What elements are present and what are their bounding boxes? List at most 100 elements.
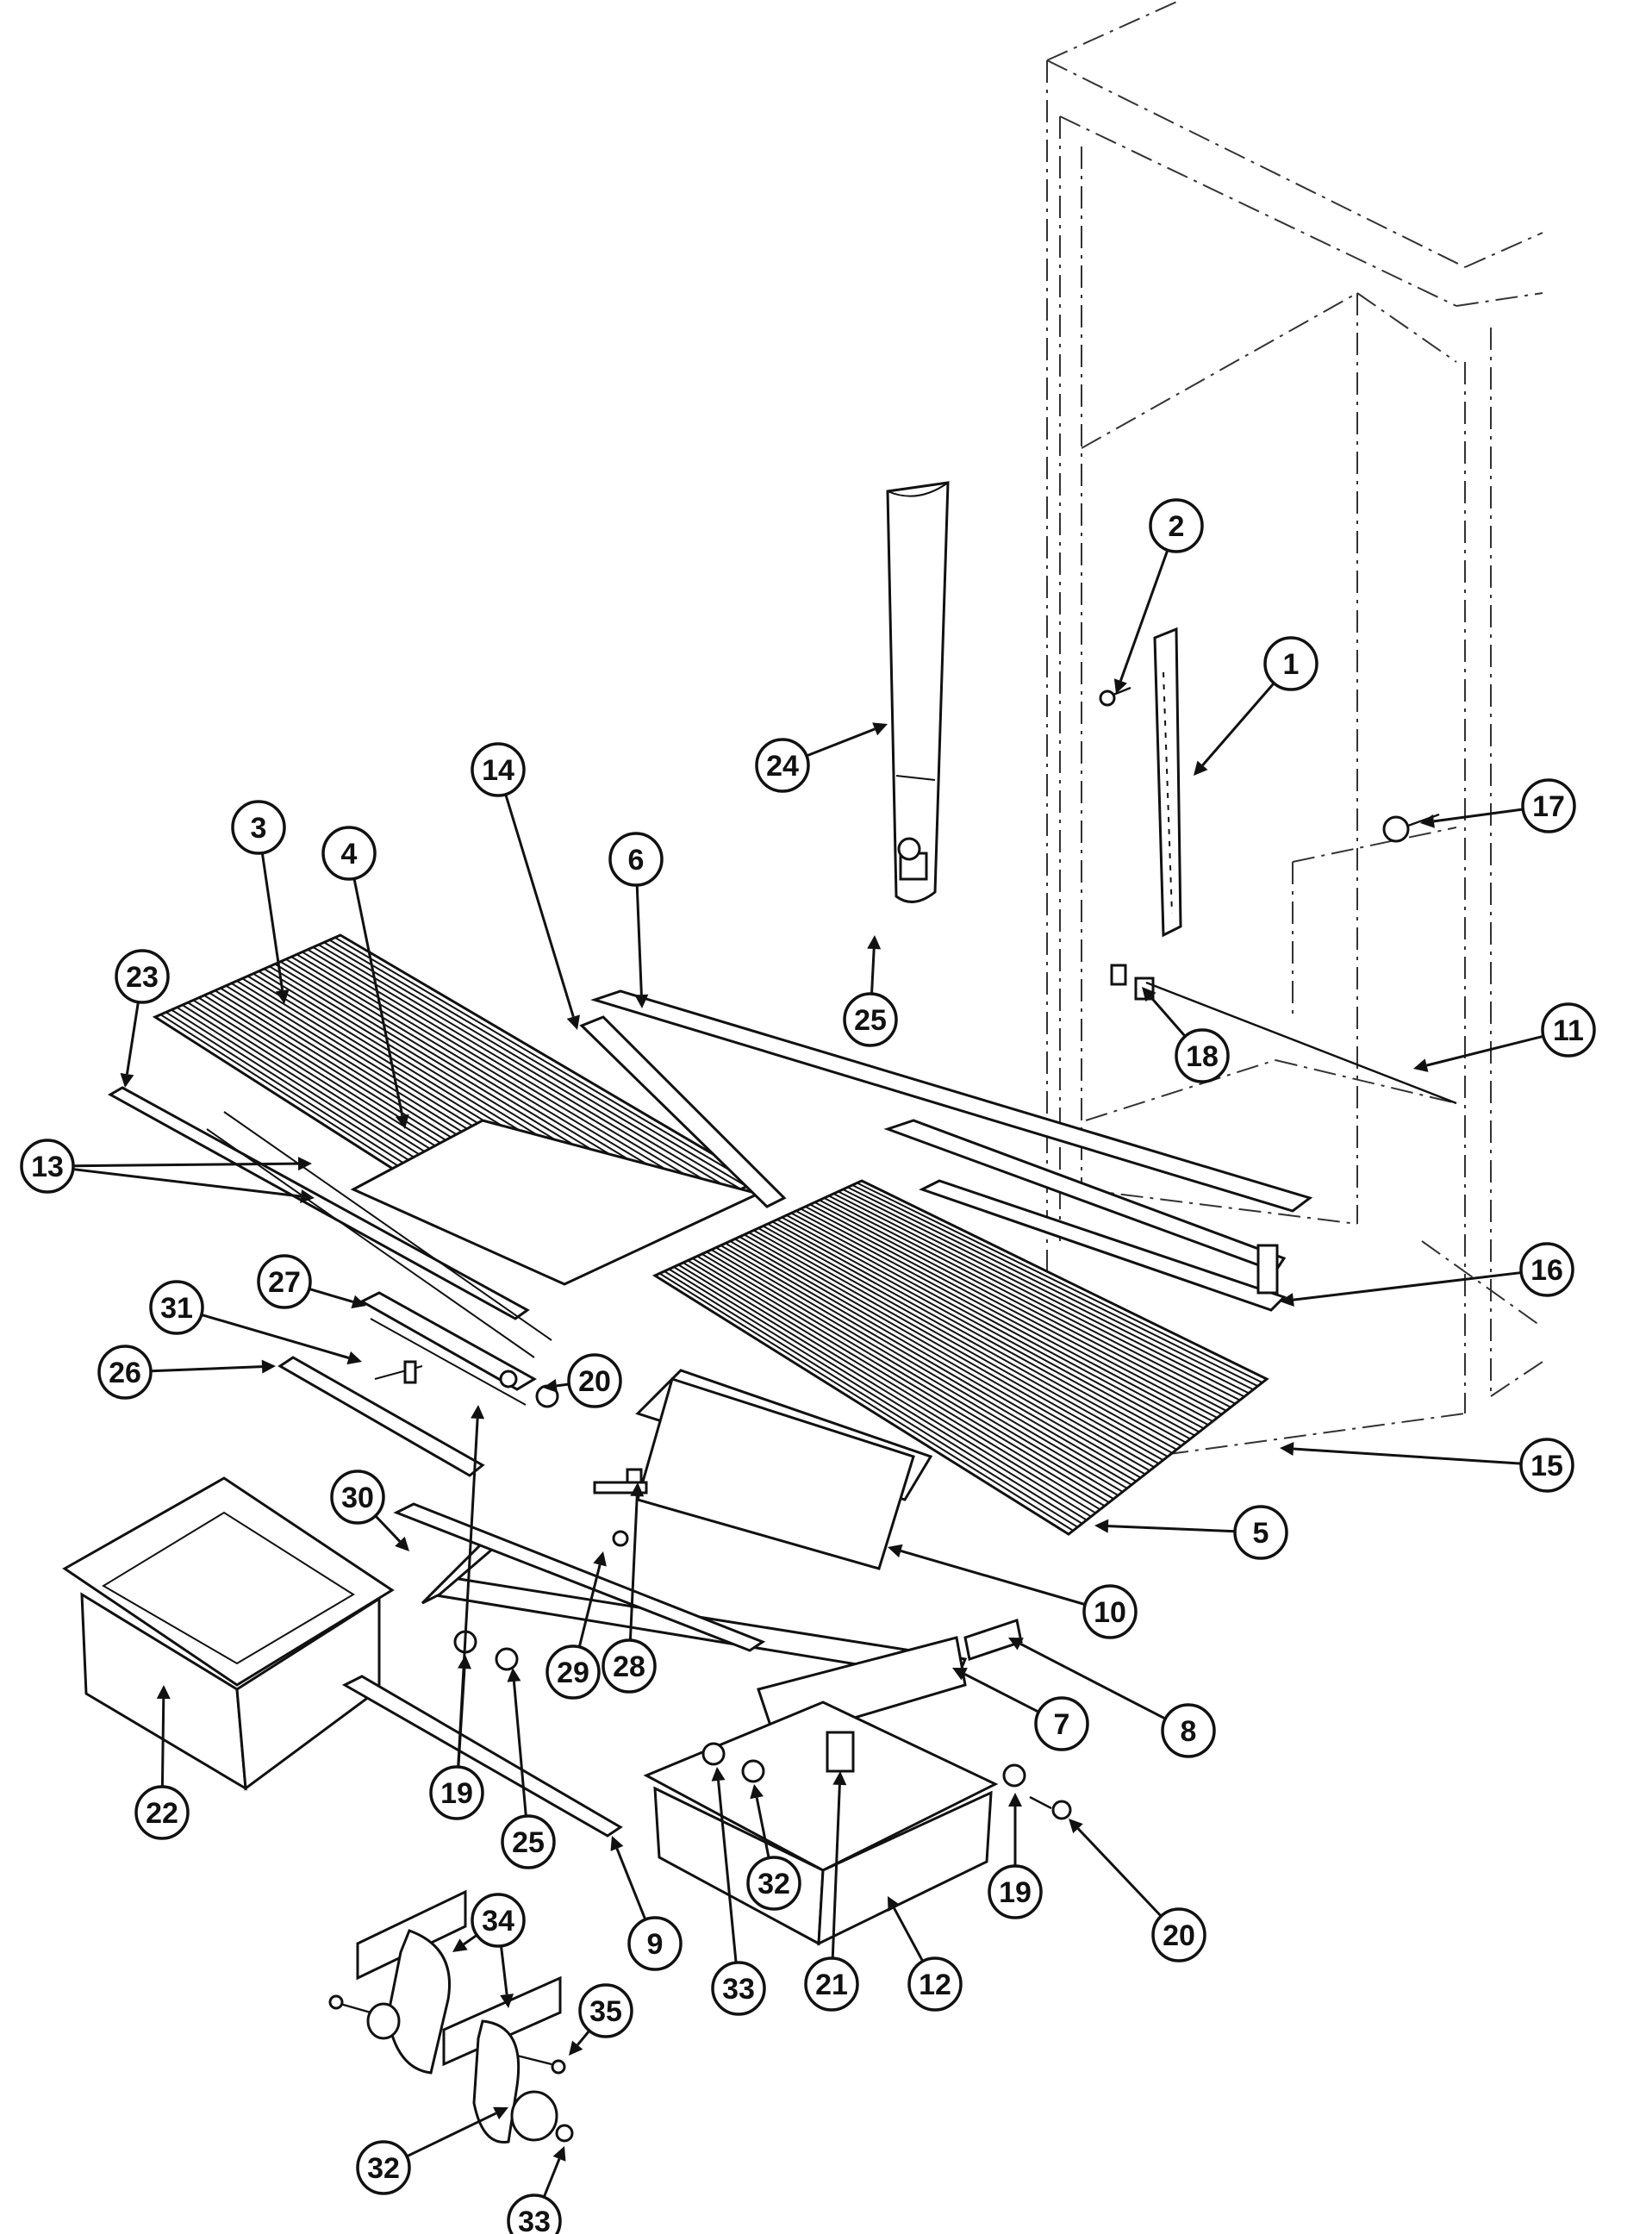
leader-line-c5 <box>1094 1519 1236 1533</box>
wire-rod <box>790 1212 1200 1433</box>
leader-line-extra-2 <box>72 1157 312 1171</box>
wire-rod <box>302 951 719 1201</box>
part-30-rail <box>393 1502 766 1652</box>
callout-circle <box>115 949 170 1004</box>
leader-line-c3 <box>260 852 290 1004</box>
callout-label: 11 <box>1553 1014 1584 1047</box>
callout-label: 10 <box>1094 1596 1126 1629</box>
part-14-6-rails <box>579 989 1313 1213</box>
callout-label: 5 <box>1253 1517 1269 1550</box>
callout-c25a: 25 <box>843 992 898 1047</box>
callout-label: 26 <box>109 1357 141 1389</box>
callout-c20b: 20 <box>1151 1907 1206 1963</box>
part-11-rod <box>1145 981 1457 1105</box>
wire-rod <box>800 1207 1209 1426</box>
leader-line-c25b <box>507 1668 527 1817</box>
leader-line-c26 <box>150 1359 276 1374</box>
leader-line-c11 <box>1413 1034 1544 1072</box>
callout-c10: 10 <box>1082 1584 1138 1639</box>
leader-line-c18 <box>1142 987 1187 1038</box>
part-21-bracket <box>826 1731 855 1773</box>
callout-label: 31 <box>160 1292 193 1325</box>
callout-c19b: 19 <box>988 1864 1043 1919</box>
callout-c20a: 20 <box>567 1353 622 1408</box>
wire-rod <box>318 944 736 1193</box>
leader-line-c27 <box>309 1288 366 1309</box>
callout-c6: 6 <box>608 832 664 887</box>
callout-circle <box>578 1983 633 2038</box>
callout-label: 14 <box>482 754 514 787</box>
wire-rod <box>828 1195 1236 1405</box>
wire-rod <box>809 1203 1218 1419</box>
callout-label: 33 <box>722 1973 755 2006</box>
part-27-bracket <box>358 1291 537 1406</box>
wire-rod <box>851 1184 1258 1388</box>
leader-line-c21 <box>831 1771 847 1959</box>
callout-c8: 8 <box>1161 1703 1216 1758</box>
callout-circle <box>1519 1438 1574 1493</box>
callout-c5: 5 <box>1233 1505 1288 1560</box>
callout-circle <box>1161 1703 1216 1758</box>
callout-label: 32 <box>757 1868 790 1900</box>
callout-circle <box>608 832 664 887</box>
callout-circle <box>843 992 898 1047</box>
callout-circle <box>471 742 526 797</box>
callout-circle <box>257 1254 312 1309</box>
wire-rod <box>739 1236 1150 1472</box>
wire-rod <box>753 1229 1164 1461</box>
callout-circle <box>1175 1028 1230 1083</box>
wire-rod <box>692 1257 1106 1507</box>
callout-c24: 24 <box>755 738 810 793</box>
wire-rod <box>847 1186 1254 1391</box>
callout-c32a: 32 <box>746 1856 801 1911</box>
callout-circle <box>134 1785 190 1840</box>
part-24-air-duct <box>886 481 950 903</box>
callout-label: 25 <box>854 1004 887 1037</box>
leader-line-c14 <box>504 794 580 1030</box>
callout-label: 25 <box>512 1826 545 1859</box>
wire-rod <box>748 1232 1160 1465</box>
callout-label: 2 <box>1169 510 1185 543</box>
wire-rod <box>762 1225 1173 1454</box>
callout-label: 16 <box>1530 1254 1563 1287</box>
leader-line-c31 <box>201 1313 362 1365</box>
callout-circle <box>1151 1907 1206 1963</box>
leader-line-c24 <box>806 722 888 758</box>
leader-line-c6 <box>634 884 649 1008</box>
callout-circle <box>804 1956 859 2012</box>
callout-c30: 30 <box>330 1470 385 1525</box>
callout-label: 17 <box>1532 790 1565 823</box>
callout-c31: 31 <box>149 1280 204 1335</box>
callout-circle <box>627 1916 683 1971</box>
callout-label: 7 <box>1054 1708 1070 1741</box>
wire-rod <box>819 1199 1227 1412</box>
callout-c25b: 25 <box>501 1814 556 1869</box>
part-17-knob <box>1382 813 1440 843</box>
wire-rod <box>857 1182 1263 1383</box>
callout-circle <box>471 1893 526 1948</box>
callout-circle <box>1521 778 1576 833</box>
callout-label: 19 <box>440 1777 473 1810</box>
callout-circle <box>20 1139 75 1194</box>
wire-rod <box>328 939 747 1188</box>
wire-rod <box>734 1238 1146 1476</box>
callout-circle <box>1149 498 1204 553</box>
callout-label: 19 <box>999 1876 1032 1909</box>
callout-c22: 22 <box>134 1785 190 1840</box>
leader-line-extra-1 <box>500 1945 514 2008</box>
leader-line-c20a <box>543 1378 570 1393</box>
wire-rod <box>767 1223 1177 1451</box>
callout-label: 3 <box>251 812 267 845</box>
leader-line-c17 <box>1420 808 1524 828</box>
part-31-clip <box>374 1360 423 1384</box>
callout-circle <box>545 1644 601 1700</box>
wire-rod <box>795 1210 1205 1430</box>
wire-rod <box>823 1197 1231 1408</box>
wire-rod <box>771 1220 1182 1447</box>
part-9-rail <box>341 1675 623 1838</box>
callout-c26: 26 <box>97 1345 153 1400</box>
callout-c21: 21 <box>804 1956 859 2012</box>
callout-label: 1 <box>1283 648 1300 681</box>
leader-line-c10 <box>888 1544 1086 1607</box>
